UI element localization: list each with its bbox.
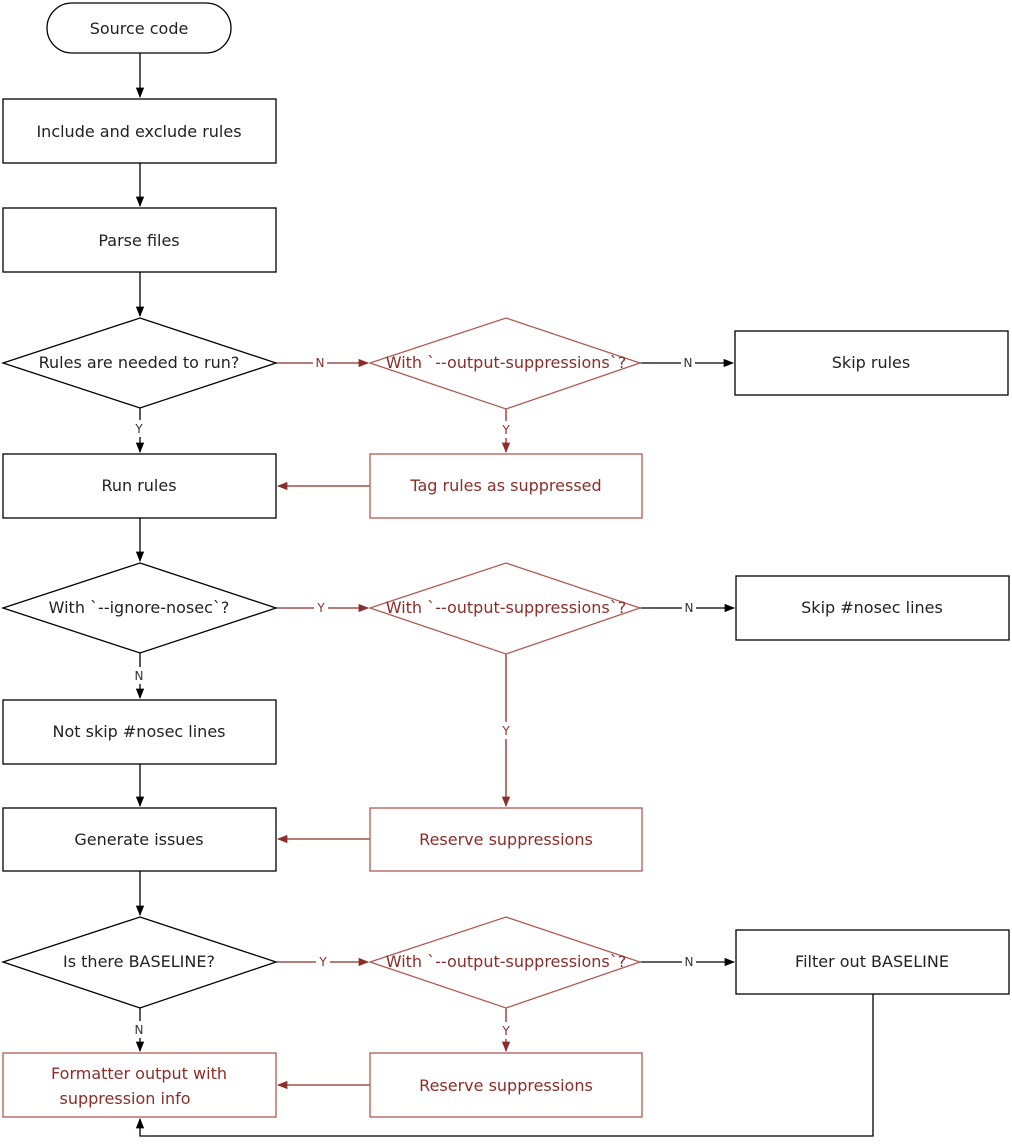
node-output-supp-2-label: With `--output-suppressions`? (386, 598, 627, 617)
node-ignore-nosec-label: With `--ignore-nosec`? (49, 598, 230, 617)
node-run-rules (2, 453, 277, 519)
nodes: Source code Include and exclude rules Pa… (0, 2, 1010, 1118)
node-not-skip-nosec-label: Not skip #nosec lines (52, 722, 225, 741)
label-y-ignore-nosec: Y (316, 601, 325, 615)
label-n-ignore-nosec: N (135, 669, 144, 683)
node-reserve-supp-2-label: Reserve suppressions (419, 1076, 593, 1095)
label-n-baseline: N (135, 1023, 144, 1037)
node-ignore-nosec (0, 562, 279, 654)
node-output-supp-3 (367, 916, 643, 1009)
label-y-rules-needed: Y (134, 422, 143, 436)
node-reserve-supp-2 (369, 1052, 643, 1118)
node-formatter-output (2, 1052, 277, 1118)
node-filter-baseline-label: Filter out BASELINE (795, 952, 949, 971)
node-baseline-label: Is there BASELINE? (63, 952, 215, 971)
node-parse-files (2, 207, 277, 273)
node-output-supp-2 (367, 562, 643, 655)
node-tag-rules (369, 453, 643, 519)
node-rules-needed-label: Rules are needed to run? (39, 353, 240, 372)
label-y-baseline: Y (318, 955, 327, 969)
label-y-output-supp-1: Y (501, 423, 510, 437)
node-reserve-supp-1-label: Reserve suppressions (419, 830, 593, 849)
node-reserve-supp-1 (369, 807, 643, 872)
node-skip-rules-label: Skip rules (832, 353, 910, 372)
node-include-exclude-label: Include and exclude rules (36, 122, 241, 141)
node-not-skip-nosec (2, 699, 277, 765)
node-formatter-output-line1: Formatter output with (51, 1064, 227, 1083)
node-generate-issues (2, 807, 277, 872)
label-y-output-supp-3: Y (501, 1024, 510, 1038)
node-output-supp-1-label: With `--output-suppressions`? (386, 353, 627, 372)
label-n-output-supp-3: N (685, 955, 694, 969)
node-skip-nosec-label: Skip #nosec lines (801, 598, 943, 617)
node-parse-files-label: Parse files (98, 231, 179, 250)
node-source-code (46, 2, 232, 54)
node-rules-needed (0, 317, 279, 409)
label-n-output-supp-2: N (685, 601, 694, 615)
label-n-rules-needed: N (316, 356, 325, 370)
node-filter-baseline (735, 929, 1010, 995)
node-generate-issues-label: Generate issues (74, 830, 203, 849)
edge-labels: N N Y Y Y N N Y Y N N Y (132, 354, 696, 1039)
node-baseline (0, 916, 279, 1009)
label-y-output-supp-2: Y (501, 724, 510, 738)
label-n-output-supp-1: N (684, 356, 693, 370)
edge-filter-to-formatter (135, 994, 874, 1137)
node-source-code-label: Source code (90, 19, 189, 38)
node-tag-rules-label: Tag rules as suppressed (409, 476, 601, 495)
node-output-supp-1 (367, 317, 643, 410)
node-skip-rules (734, 330, 1009, 396)
node-output-supp-3-label: With `--output-suppressions`? (386, 952, 627, 971)
node-skip-nosec (735, 575, 1010, 641)
node-formatter-output-line2: suppression info (60, 1089, 191, 1108)
node-include-exclude (2, 98, 277, 164)
node-run-rules-label: Run rules (101, 476, 176, 495)
